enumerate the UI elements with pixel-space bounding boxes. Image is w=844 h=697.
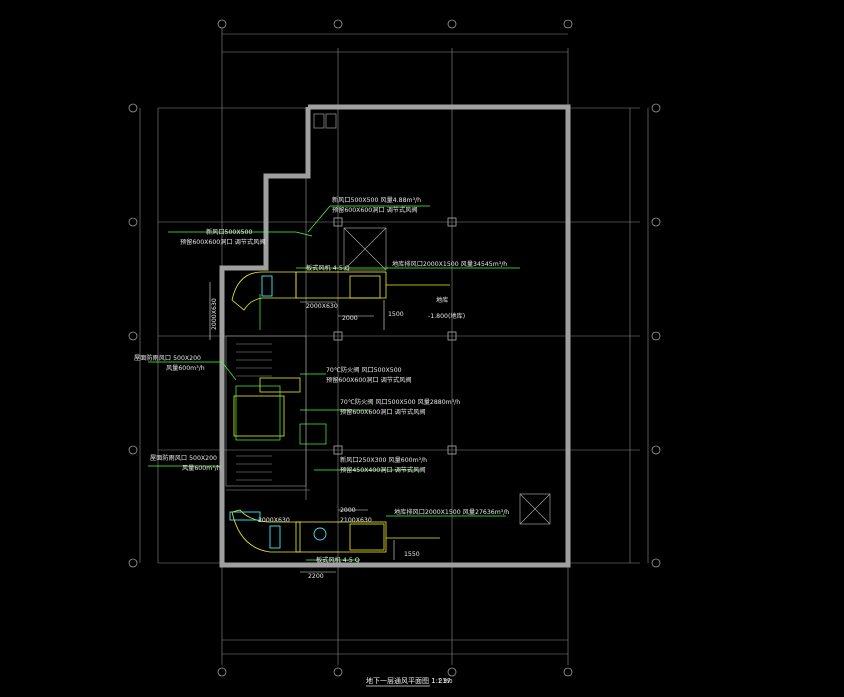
- label-left-mid: 屋面防雨风口 500X200: [134, 354, 201, 362]
- label-dim-1550: 1550: [404, 551, 420, 558]
- label-fan-note-low: 板式风机 4-5 Q: [316, 556, 360, 564]
- label-duct-bottom: 2100X630: [340, 517, 372, 524]
- label-duct-bottom-left: 2000X630: [258, 517, 290, 524]
- label-dim-2000-a: 2000: [342, 315, 358, 322]
- label-vent-3: 新风口250X300 风量600m³/h: [340, 456, 427, 464]
- fans: [229, 275, 327, 549]
- label-duct-left: 2000X630: [211, 298, 218, 330]
- label-vent-3-sub: 预留450X400洞口 调节式风阀: [340, 466, 426, 474]
- axis-bubbles: [128, 19, 661, 677]
- label-fan-note: 板式风机 4-5 Q: [306, 264, 350, 272]
- axis-grid: [139, 28, 649, 665]
- label-center-note: 地库: [436, 296, 448, 304]
- label-fire-1: 70℃防火阀 风口500X500: [326, 366, 402, 374]
- label-dim-2200: 2200: [308, 573, 324, 580]
- label-left-top: 新风口500X500: [206, 228, 252, 236]
- building-walls: [219, 104, 571, 568]
- ducts: [231, 271, 450, 553]
- drawing-scale: 1:150: [438, 679, 452, 685]
- label-supply-top: 新风口500X500 风量4.88m³/h: [332, 196, 421, 204]
- drawing-title: 地下一层通风平面图 1:23?: [366, 676, 451, 685]
- columns: [333, 217, 457, 455]
- label-fire-1-sub: 预留600X600洞口 调节式风阀: [326, 376, 412, 384]
- label-dim-2000-b: 2000: [340, 507, 356, 514]
- label-center-note-2: -1.800(地库): [428, 312, 465, 320]
- label-left-low: 屋面防雨风口 500X200: [150, 454, 217, 462]
- label-duct-top: 2000X630: [306, 303, 338, 310]
- dimension-ticks: [209, 282, 395, 573]
- label-left-top-sub: 预留600X600洞口 调节式风阀: [180, 238, 266, 246]
- shafts: [313, 113, 551, 525]
- leaders: [148, 205, 520, 561]
- label-left-mid-sub: 风量600m³/h: [166, 365, 205, 372]
- label-left-low-sub: 风量600m³/h: [182, 465, 221, 472]
- label-supply-top-sub: 预留600X600洞口 调节式风阀: [332, 206, 418, 214]
- stair-core: [225, 176, 310, 500]
- label-dim-1500: 1500: [388, 311, 404, 318]
- label-exhaust-mid: 地库排风口2000X1500 风量34545m³/h: [392, 260, 507, 268]
- label-exhaust-low: 地库排风口2000X1500 风量27636m³/h: [394, 508, 509, 516]
- label-fire-2: 70℃防火阀 风口500X500 风量2880m³/h: [340, 398, 460, 406]
- label-fire-2-sub: 预留600X600洞口 调节式风阀: [340, 408, 426, 416]
